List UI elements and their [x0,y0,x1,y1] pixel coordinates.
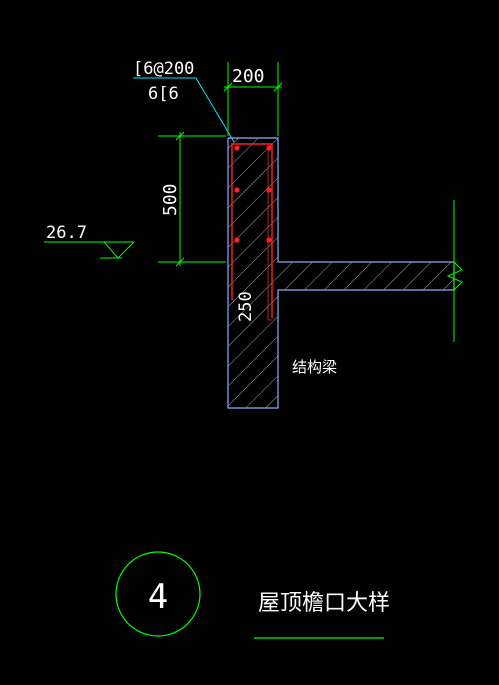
rebar-leader [133,77,235,143]
leader-line [133,77,235,143]
rebar-dot [234,237,240,243]
stirrup-rebar [231,143,273,318]
rebar-dot [234,145,240,151]
rebar-dot [266,237,272,243]
dim-width-label: 200 [232,66,265,87]
rebar-dot [234,187,240,193]
dim-height-label: 500 [160,183,181,216]
rebar-label-top: [6@200 [133,59,194,79]
beam-label: 结构梁 [292,358,337,376]
break-line [446,261,463,291]
width-dimension [223,62,283,136]
concrete-section [227,137,463,409]
detail-number-circle [115,551,201,637]
detail-number: 4 [148,577,168,617]
height-dimension [158,131,226,267]
elevation-marker [44,241,135,259]
wall-hatch [228,138,278,408]
detail-title: 屋顶檐口大样 [258,591,390,616]
dim-thickness-label: 250 [236,291,256,322]
rebar-label-bottom: 6[6 [148,84,179,104]
rebar-dot [266,145,272,151]
elevation-label: 26.7 [46,223,87,243]
rebar-dot [266,187,272,193]
slab-hatch [278,262,454,290]
rebar-group [231,143,273,321]
stirrup-return [267,144,272,321]
